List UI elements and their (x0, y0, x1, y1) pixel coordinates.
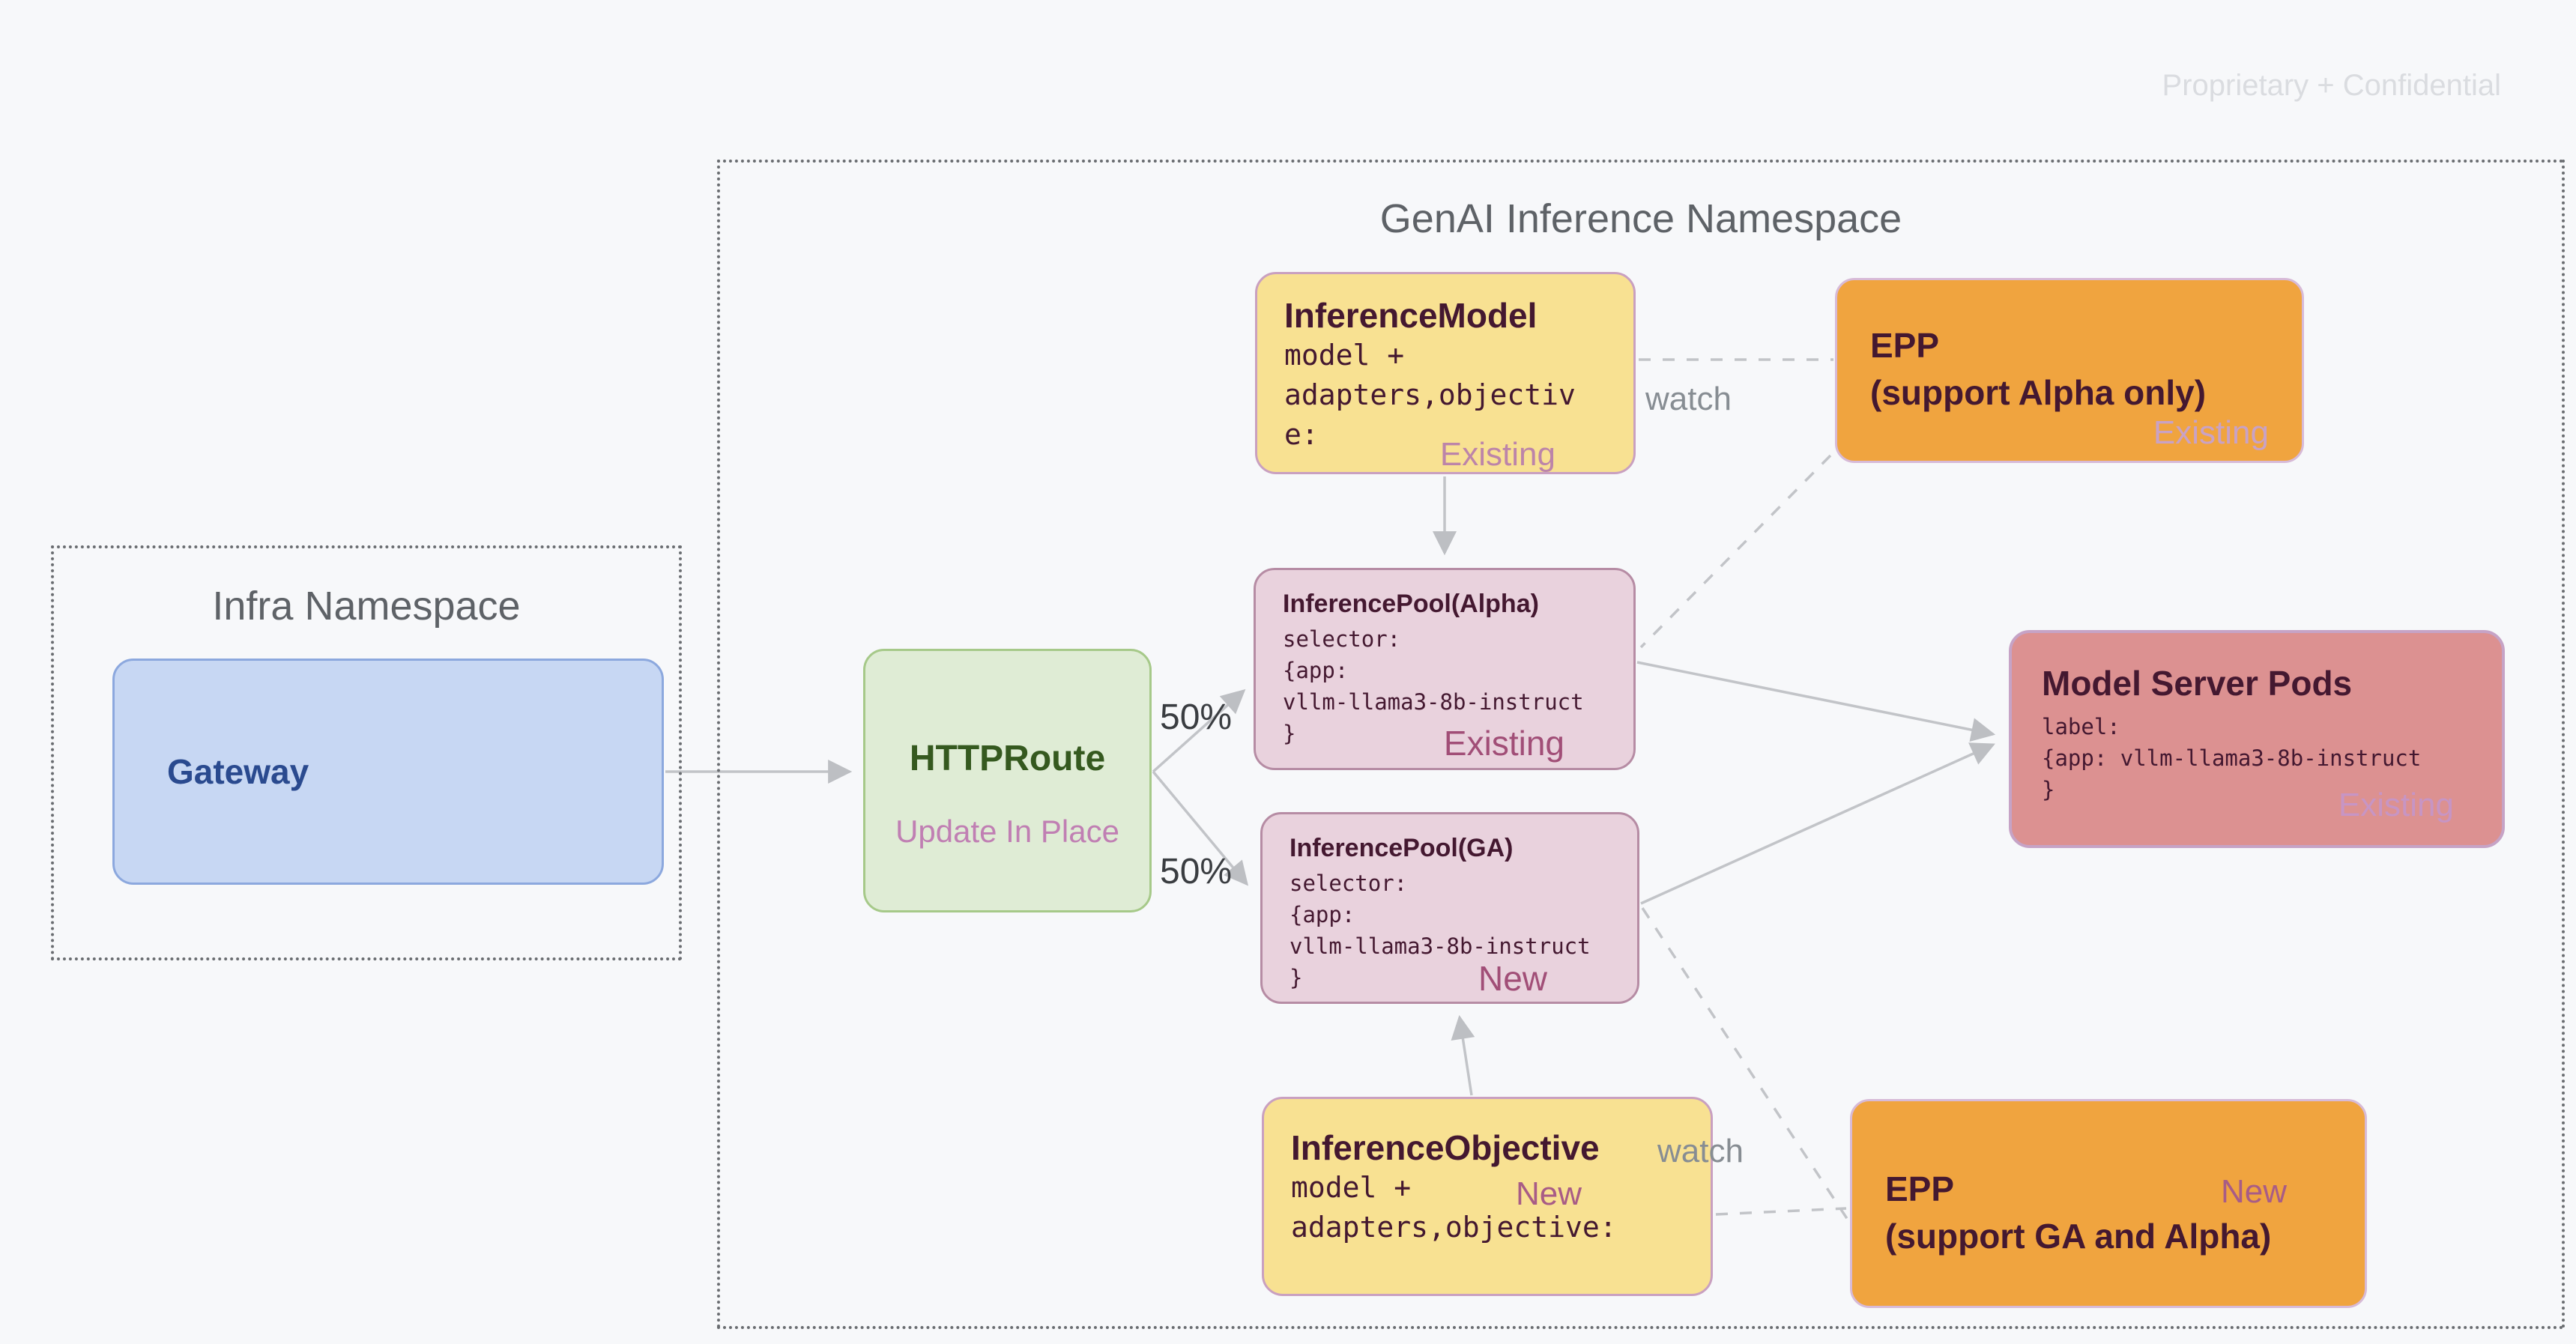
inference-pool-alpha-node: InferencePool(Alpha) selector: {app: vll… (1254, 568, 1636, 770)
epp-alpha-node: EPP (support Alpha only) Existing (1835, 278, 2304, 463)
inference-pool-alpha-title: InferencePool(Alpha) (1283, 590, 1539, 618)
httproute-node: HTTPRoute Update In Place (863, 649, 1152, 912)
model-server-pods-title: Model Server Pods (2042, 664, 2353, 703)
epp-alpha-title: EPP (1870, 326, 1940, 365)
inference-pool-ga-status-badge: New (1478, 959, 1547, 998)
inference-objective-node: InferenceObjective model + adapters,obje… (1262, 1097, 1713, 1296)
gateway-node: Gateway (112, 659, 664, 885)
infra-namespace-box: Infra Namespace (51, 545, 682, 960)
confidential-note: Proprietary + Confidential (2162, 69, 2501, 102)
epp-ga-title: EPP (1885, 1169, 1955, 1208)
epp-ga-node: EPP (support GA and Alpha) New (1850, 1099, 2367, 1308)
watch-bottom-label: watch (1657, 1133, 1744, 1169)
inference-pool-ga-title: InferencePool(GA) (1289, 834, 1514, 862)
model-server-pods-status-badge: Existing (2338, 787, 2454, 823)
epp-alpha-subtitle: (support Alpha only) (1870, 373, 2207, 413)
genai-namespace-box: GenAI Inference Namespace (717, 160, 2565, 1329)
traffic-split-top-label: 50% (1160, 697, 1233, 737)
traffic-split-bottom-label: 50% (1160, 852, 1233, 892)
watch-top-label: watch (1645, 381, 1732, 417)
genai-namespace-title: GenAI Inference Namespace (1379, 196, 1902, 241)
inference-objective-code: model + adapters,objective: New (1291, 1171, 1617, 1244)
inference-model-status-badge: Existing (1439, 436, 1555, 473)
inference-pool-ga-node: InferencePool(GA) selector: {app: vllm-l… (1260, 812, 1639, 1004)
epp-ga-subtitle: (support GA and Alpha) (1885, 1217, 2272, 1256)
inference-pool-alpha-status-badge: Existing (1443, 724, 1564, 763)
inference-model-title: InferenceModel (1284, 296, 1538, 335)
model-server-pods-code: label: {app: vllm-llama3-8b-instruct } (2042, 714, 2422, 803)
inference-objective-title: InferenceObjective (1291, 1128, 1600, 1167)
inference-pool-alpha-code: selector: {app: vllm-llama3-8b-instruct … (1283, 626, 1584, 747)
model-server-pods-node: Model Server Pods label: {app: vllm-llam… (2009, 630, 2505, 848)
httproute-title: HTTPRoute (909, 739, 1106, 778)
epp-alpha-status-badge: Existing (2153, 414, 2269, 451)
epp-ga-status-badge: New (2220, 1173, 2287, 1210)
infra-namespace-title: Infra Namespace (212, 584, 521, 629)
inference-model-code: model + adapters,objectiv e: (1284, 339, 1576, 452)
inference-model-node: InferenceModel model + adapters,objectiv… (1255, 272, 1636, 474)
gateway-title: Gateway (167, 752, 309, 791)
inference-pool-ga-code: selector: {app: vllm-llama3-8b-instruct … (1289, 871, 1591, 991)
inference-objective-status-badge: New (1516, 1175, 1582, 1212)
httproute-subtitle: Update In Place (895, 814, 1119, 849)
